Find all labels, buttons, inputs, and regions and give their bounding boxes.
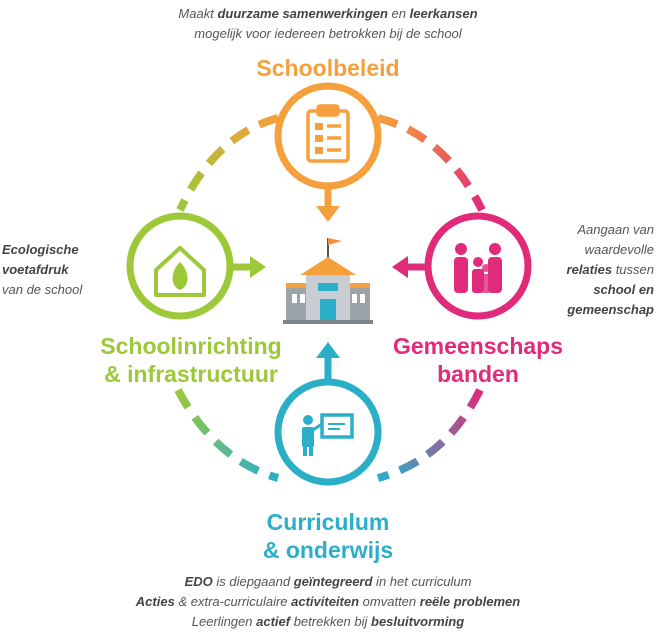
arrow-right-to-school xyxy=(250,256,266,278)
left-caption-line: voetafdruk xyxy=(2,260,122,280)
caption-text: en xyxy=(387,6,410,21)
arrow-down-to-school xyxy=(316,206,340,222)
title-schoolinrichting-line-2: & infrastructuur xyxy=(104,361,278,387)
caption-emphasis: EDO xyxy=(184,574,213,589)
ring-segment-bottom-right xyxy=(376,388,484,482)
top-caption-line-1: Maakt duurzame samenwerkingen en leerkan… xyxy=(0,4,656,24)
school-building-icon xyxy=(283,238,373,324)
caption-text: Aangaan van xyxy=(577,222,654,237)
bottom-caption: EDO is diepgaand geïntegreerd in het cur… xyxy=(0,572,656,632)
caption-emphasis: reële problemen xyxy=(419,594,521,609)
ring-segment-top-right xyxy=(377,114,486,212)
right-caption-line: gemeenschap xyxy=(520,300,654,320)
caption-text: omvatten xyxy=(359,594,420,609)
right-caption-line: relaties tussen xyxy=(520,260,654,280)
caption-emphasis: duurzame samenwerkingen xyxy=(217,6,388,21)
right-caption-line: Aangaan van xyxy=(520,220,654,240)
right-caption-line: waardevolle xyxy=(520,240,654,260)
title-schoolinrichting: Schoolinrichting & infrastructuur xyxy=(96,332,286,388)
title-curriculum: Curriculum & onderwijs xyxy=(228,508,428,564)
node-ring-bottom xyxy=(274,378,382,486)
dashed-ring xyxy=(174,114,486,482)
caption-text: & extra-curriculaire xyxy=(174,594,292,609)
title-curriculum-line-1: Curriculum xyxy=(266,509,390,535)
caption-text: is diepgaand xyxy=(212,574,294,589)
caption-text: Leerlingen xyxy=(191,614,257,629)
bottom-caption-line-3: Leerlingen actief betrekken bij besluitv… xyxy=(0,612,656,632)
right-caption: Aangaan van waardevolle relaties tussen … xyxy=(520,220,654,320)
caption-emphasis: relaties xyxy=(566,262,613,277)
caption-text: Maakt xyxy=(178,6,218,21)
caption-emphasis: besluitvorming xyxy=(371,614,465,629)
caption-text: betrekken bij xyxy=(290,614,372,629)
title-schoolbeleid: Schoolbeleid xyxy=(256,55,400,81)
left-caption-line: van de school xyxy=(2,280,122,300)
caption-emphasis: school en xyxy=(593,282,654,297)
caption-emphasis: voetafdruk xyxy=(2,262,69,277)
caption-text: tussen xyxy=(612,262,654,277)
title-gemeenschapsbanden: Gemeenschaps banden xyxy=(378,332,578,388)
caption-emphasis: Acties xyxy=(135,594,175,609)
arrow-left-to-school xyxy=(392,256,408,278)
node-gemeenschapsbanden xyxy=(392,212,532,320)
node-schoolinrichting xyxy=(126,212,266,320)
caption-emphasis: activiteiten xyxy=(291,594,360,609)
top-caption-line-2: mogelijk voor iedereen betrokken bij de … xyxy=(0,24,656,44)
caption-emphasis: geïntegreerd xyxy=(293,574,373,589)
title-curriculum-line-2: & onderwijs xyxy=(262,537,394,563)
node-ring-top xyxy=(274,82,382,190)
caption-emphasis: Ecologische xyxy=(2,242,79,257)
left-caption-line: Ecologische xyxy=(2,240,122,260)
title-schoolinrichting-line-1: Schoolinrichting xyxy=(100,333,282,359)
bottom-caption-line-2: Acties & extra-curriculaire activiteiten… xyxy=(0,592,656,612)
teacher-board-icon xyxy=(302,413,354,456)
ring-segment-top-left xyxy=(176,114,280,212)
node-schoolbeleid xyxy=(274,82,382,222)
caption-emphasis: actief xyxy=(256,614,291,629)
ring-segment-bottom-left xyxy=(174,388,280,482)
clipboard-checklist-icon xyxy=(306,104,350,163)
caption-text: van de school xyxy=(2,282,83,297)
left-caption: Ecologische voetafdruk van de school xyxy=(2,240,122,300)
caption-emphasis: leerkansen xyxy=(409,6,478,21)
right-caption-line: school en xyxy=(520,280,654,300)
bottom-caption-line-1: EDO is diepgaand geïntegreerd in het cur… xyxy=(0,572,656,592)
node-curriculum xyxy=(274,342,382,486)
caption-text: in het curriculum xyxy=(372,574,472,589)
title-gemeenschapsbanden-line-2: banden xyxy=(437,361,519,387)
caption-emphasis: gemeenschap xyxy=(567,302,654,317)
caption-text: waardevolle xyxy=(584,242,654,257)
top-caption: Maakt duurzame samenwerkingen en leerkan… xyxy=(0,4,656,44)
title-gemeenschapsbanden-line-1: Gemeenschaps xyxy=(392,333,564,359)
house-leaf-icon xyxy=(154,246,206,297)
arrow-up-to-school xyxy=(316,342,340,358)
family-group-icon xyxy=(454,243,502,293)
caption-text: mogelijk voor iedereen betrokken bij de … xyxy=(194,26,462,41)
